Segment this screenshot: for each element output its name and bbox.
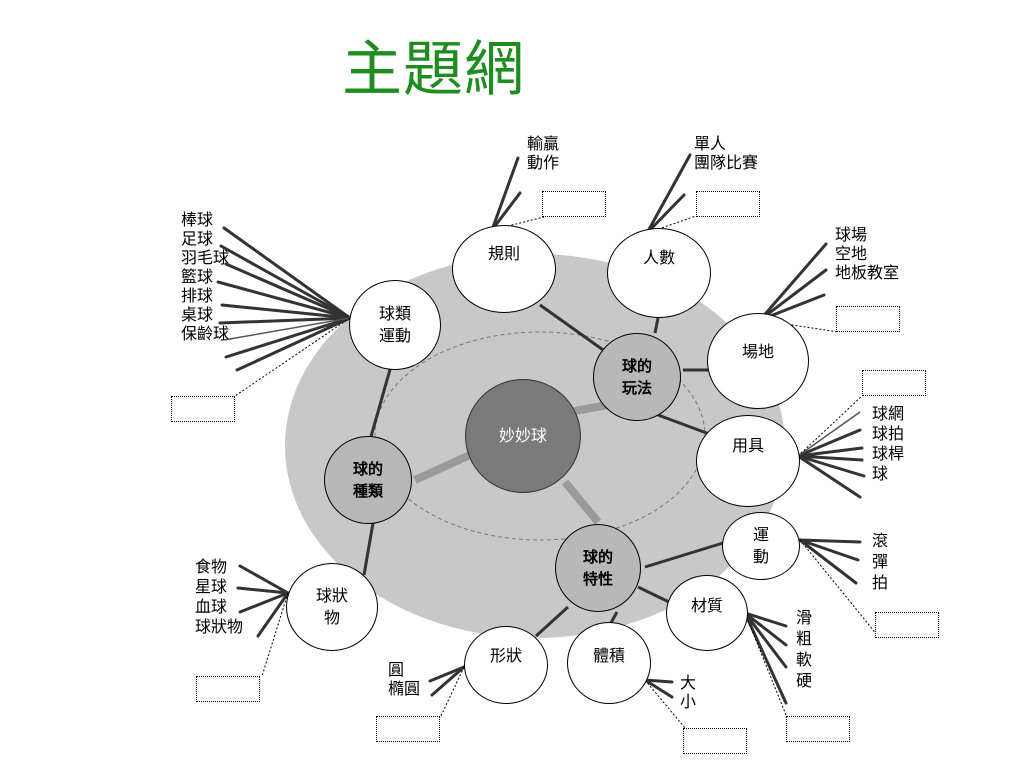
leaf-item: 球場 (835, 225, 868, 244)
leaf-item: 小 (680, 692, 697, 711)
leaf-item: 保齡球 (181, 324, 230, 343)
node-shape-label: 形狀 (489, 646, 522, 665)
leaf-item: 星球 (195, 577, 228, 596)
leaves-rules: 輸贏 動作 (527, 134, 559, 172)
leaves-shape: 圓 橢圓 (388, 660, 420, 698)
leaves-material: 滑 粗 軟 硬 (796, 607, 812, 691)
leaf-item: 羽毛球 (181, 248, 230, 267)
leaf-item: 軟 (796, 650, 813, 669)
leaf-item: 地板教室 (835, 263, 900, 282)
hub-types: 球的 種類 (324, 436, 412, 524)
node-ball-objects: 球狀 物 (286, 563, 378, 651)
node-motion-line1: 運 (752, 525, 769, 544)
hub-traits-line2: 特性 (582, 570, 613, 588)
node-people-label: 人數 (642, 248, 675, 267)
answer-box-shape[interactable] (376, 716, 440, 742)
leaves-motion: 滾 彈 拍 (872, 530, 888, 593)
leaf-item: 空地 (835, 244, 868, 263)
answer-box-venue[interactable] (836, 306, 900, 332)
leaf-item: 球網 (872, 404, 905, 423)
answer-box-people[interactable] (696, 191, 760, 217)
leaf-item: 橢圓 (388, 679, 421, 698)
node-tools: 用具 (696, 415, 800, 507)
node-motion: 運 動 (722, 512, 800, 580)
leaf-item: 圓 (388, 660, 405, 679)
leaf-item: 球拍 (872, 424, 905, 443)
leaf-item: 排球 (181, 286, 214, 305)
node-ball-sports-line2: 運動 (378, 326, 411, 345)
center-node: 妙妙球 (465, 379, 581, 493)
leaf-item: 棒球 (181, 210, 214, 229)
answer-box-ball-sports[interactable] (171, 396, 235, 422)
leaf-item: 球狀物 (195, 617, 244, 636)
leaf-item: 滑 (796, 608, 813, 627)
leaf-item: 球桿 (872, 444, 905, 463)
page-title: 主題網 (342, 35, 525, 105)
node-motion-line2: 動 (752, 547, 769, 566)
node-volume-label: 體積 (592, 646, 625, 665)
leaf-item: 食物 (195, 557, 228, 576)
answer-box-tools[interactable] (862, 370, 926, 396)
leaf-item: 籃球 (181, 267, 214, 286)
leaf-item: 彈 (872, 552, 889, 571)
answer-box-rules[interactable] (542, 191, 606, 217)
hub-traits: 球的 特性 (555, 524, 641, 612)
leaf-item: 球 (872, 464, 889, 483)
node-ball-sports: 球類 運動 (349, 280, 441, 370)
node-material: 材質 (666, 575, 748, 651)
leaf-item: 粗 (796, 629, 813, 648)
hub-play-line2: 玩法 (621, 379, 652, 397)
node-ball-objects-line2: 物 (323, 608, 340, 627)
node-venue: 場地 (707, 313, 809, 409)
hub-play-line1: 球的 (621, 357, 652, 375)
node-rules-label: 規則 (487, 244, 520, 263)
node-rules: 規則 (452, 225, 556, 313)
leaves-tools: 球網 球拍 球桿 球 (872, 404, 904, 484)
leaf-item: 足球 (181, 229, 214, 248)
node-shape: 形狀 (464, 626, 548, 704)
leaf-item: 單人 (694, 134, 727, 153)
node-material-label: 材質 (690, 596, 723, 615)
answer-box-ball-objects[interactable] (196, 676, 260, 702)
node-ball-sports-line1: 球類 (378, 304, 411, 323)
leaf-item: 團隊比賽 (694, 153, 759, 172)
leaf-fans (216, 153, 866, 705)
node-people: 人數 (607, 228, 711, 318)
leaf-item: 輸贏 (527, 134, 560, 153)
answer-box-material[interactable] (786, 716, 850, 742)
node-venue-label: 場地 (741, 342, 774, 361)
hub-links (362, 303, 724, 638)
leaf-item: 桌球 (181, 305, 214, 324)
leaf-item: 拍 (872, 573, 889, 592)
leaf-item: 滾 (872, 531, 889, 550)
node-volume: 體積 (567, 622, 651, 704)
node-ball-objects-line1: 球狀 (315, 586, 348, 605)
leaves-ball-sports: 棒球 足球 羽毛球 籃球 排球 桌球 保齡球 (181, 210, 229, 343)
hub-traits-line1: 球的 (582, 548, 613, 566)
leaf-item: 大 (680, 673, 697, 692)
leaf-item: 血球 (195, 597, 228, 616)
leaves-people: 單人 團隊比賽 (694, 134, 758, 172)
node-tools-label: 用具 (731, 436, 764, 455)
answer-box-motion[interactable] (875, 612, 939, 638)
leaves-volume: 大 小 (680, 673, 696, 711)
leaf-item: 硬 (796, 671, 813, 690)
answer-box-volume[interactable] (683, 728, 747, 754)
hub-types-line2: 種類 (352, 482, 383, 500)
leaf-item: 動作 (527, 153, 560, 172)
leaves-venue: 球場 空地 地板教室 (835, 225, 899, 282)
center-label: 妙妙球 (498, 426, 547, 445)
hub-play: 球的 玩法 (593, 333, 681, 421)
leaf-fans-thin (223, 317, 861, 457)
leaves-ball-objects: 食物 星球 血球 球狀物 (195, 557, 243, 637)
hub-types-line1: 球的 (352, 460, 383, 478)
